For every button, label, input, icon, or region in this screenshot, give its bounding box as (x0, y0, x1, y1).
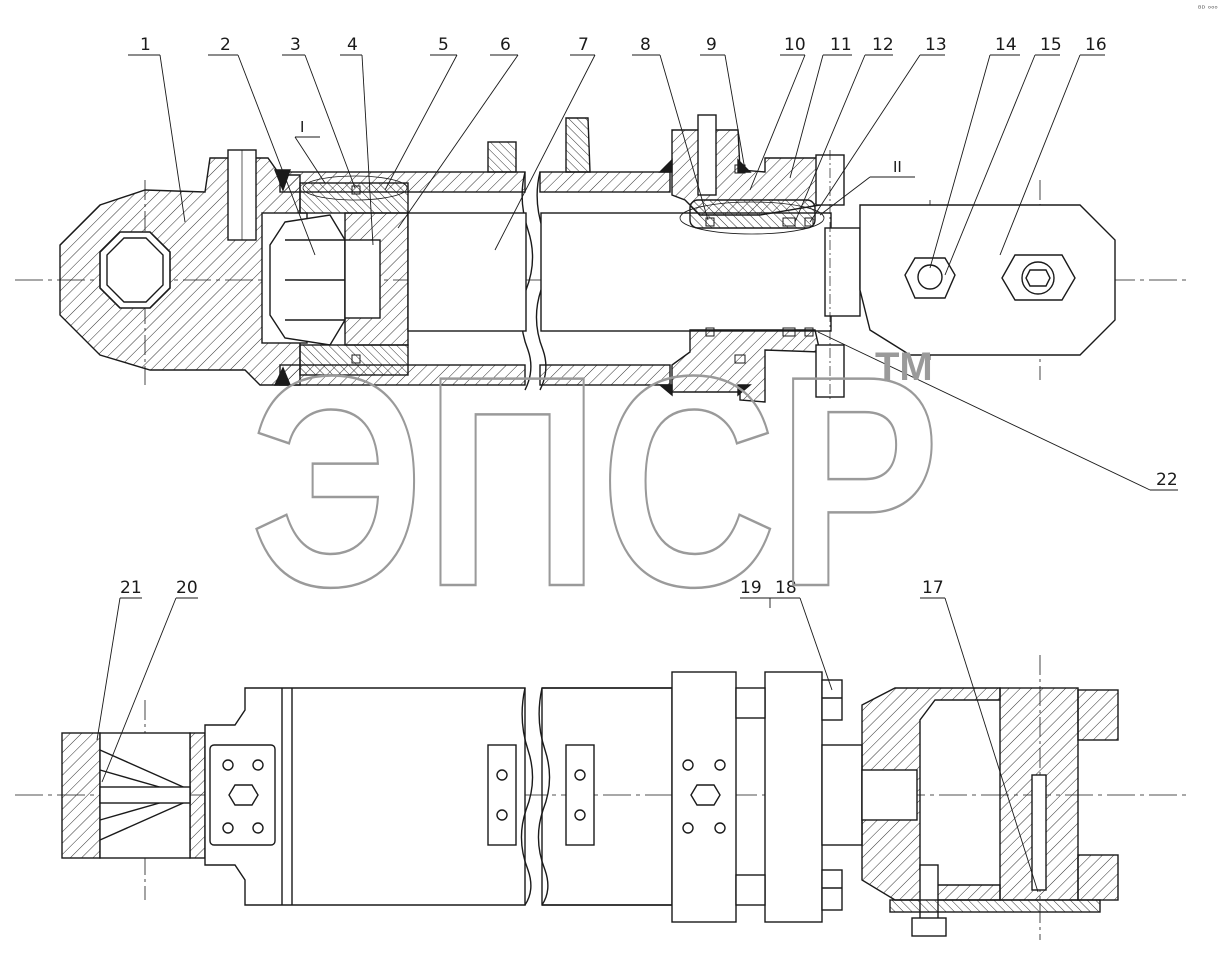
callout-numbers-top: 1 2 3 4 5 6 7 8 9 10 11 12 13 14 15 16 I… (140, 35, 1178, 490)
octagon-bore (99, 231, 171, 309)
external-view (15, 597, 1190, 940)
clevis-plate (859, 204, 1116, 356)
lug-1 (487, 141, 517, 173)
section-view (15, 54, 1190, 491)
nut-15 (904, 257, 956, 299)
callout-1: 1 (140, 35, 151, 55)
callout-15: 15 (1040, 35, 1062, 55)
callout-18: 18 (775, 578, 797, 598)
callout-8: 8 (640, 35, 651, 55)
grease-fitting-16 (1001, 254, 1076, 301)
watermark-tm: TM (875, 345, 933, 389)
callout-3: 3 (290, 35, 301, 55)
callout-10: 10 (784, 35, 806, 55)
callout-4: 4 (347, 35, 358, 55)
callout-17: 17 (922, 578, 944, 598)
callout-19: 19 (740, 578, 762, 598)
callout-21: 21 (120, 578, 142, 598)
callout-20: 20 (176, 578, 198, 598)
callout-numbers-bottom: 21 20 19 18 17 (120, 578, 944, 598)
callout-16: 16 (1085, 35, 1107, 55)
mounting-flange (209, 744, 276, 846)
callout-9: 9 (706, 35, 717, 55)
piston-rod (407, 212, 527, 332)
tube-wall-top-right (539, 171, 671, 193)
callout-14: 14 (995, 35, 1017, 55)
callout-7: 7 (578, 35, 589, 55)
callout-13: 13 (925, 35, 947, 55)
callout-22: 22 (1156, 470, 1178, 490)
callout-11: 11 (830, 35, 852, 55)
gland-bush (689, 199, 816, 229)
section-mark-II: II (893, 158, 902, 176)
watermark: ЭПСР TM (249, 312, 942, 651)
watermark-brand: ЭПСР (250, 313, 940, 649)
bolt-18-bottom (821, 869, 843, 911)
callout-6: 6 (500, 35, 511, 55)
lug-2 (565, 117, 591, 173)
pin-17 (1031, 774, 1047, 891)
section-mark-I: I (300, 118, 304, 136)
callout-2: 2 (220, 35, 231, 55)
callout-5: 5 (438, 35, 449, 55)
callout-leaders (128, 54, 1178, 491)
bolt-18-top (821, 679, 843, 721)
bolt-top (815, 154, 845, 206)
corner-mark: ᴮᴰ ᵒᵒᵒ (1198, 4, 1218, 13)
eye-end-left (61, 732, 101, 859)
tube-wall-top-left (279, 171, 526, 193)
gland-block (671, 671, 737, 923)
callout-12: 12 (872, 35, 894, 55)
